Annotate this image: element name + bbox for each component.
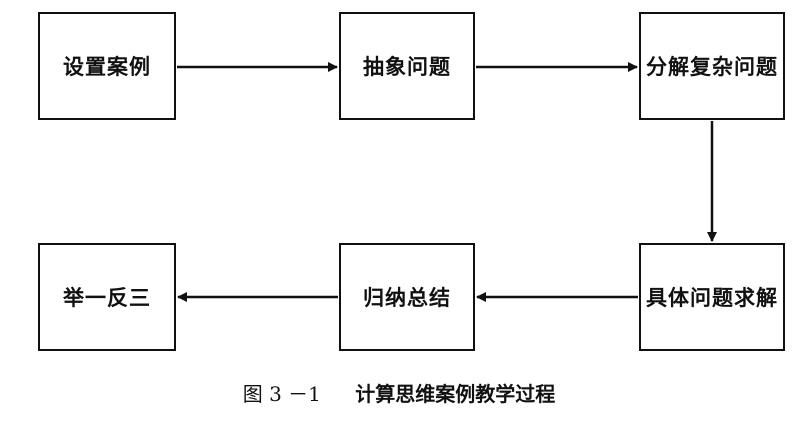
node-solve-problem: 具体问题求解 <box>639 243 785 351</box>
node-label: 分解复杂问题 <box>646 55 778 79</box>
figure-title: 计算思维案例教学过程 <box>355 382 556 406</box>
node-draw-inferences: 举一反三 <box>38 243 176 351</box>
node-summarize: 归纳总结 <box>339 243 475 351</box>
node-label: 具体问题求解 <box>646 286 778 310</box>
node-decompose-problem: 分解复杂问题 <box>639 12 785 120</box>
figure-caption: 图 3 －1 计算思维案例教学过程 <box>0 378 798 407</box>
figure-number: 图 3 －1 <box>242 382 321 406</box>
node-label: 设置案例 <box>63 55 151 79</box>
node-label: 举一反三 <box>63 286 151 310</box>
node-label: 归纳总结 <box>363 286 451 310</box>
node-abstract-problem: 抽象问题 <box>339 12 475 120</box>
node-label: 抽象问题 <box>363 55 451 79</box>
node-set-case: 设置案例 <box>38 12 176 120</box>
